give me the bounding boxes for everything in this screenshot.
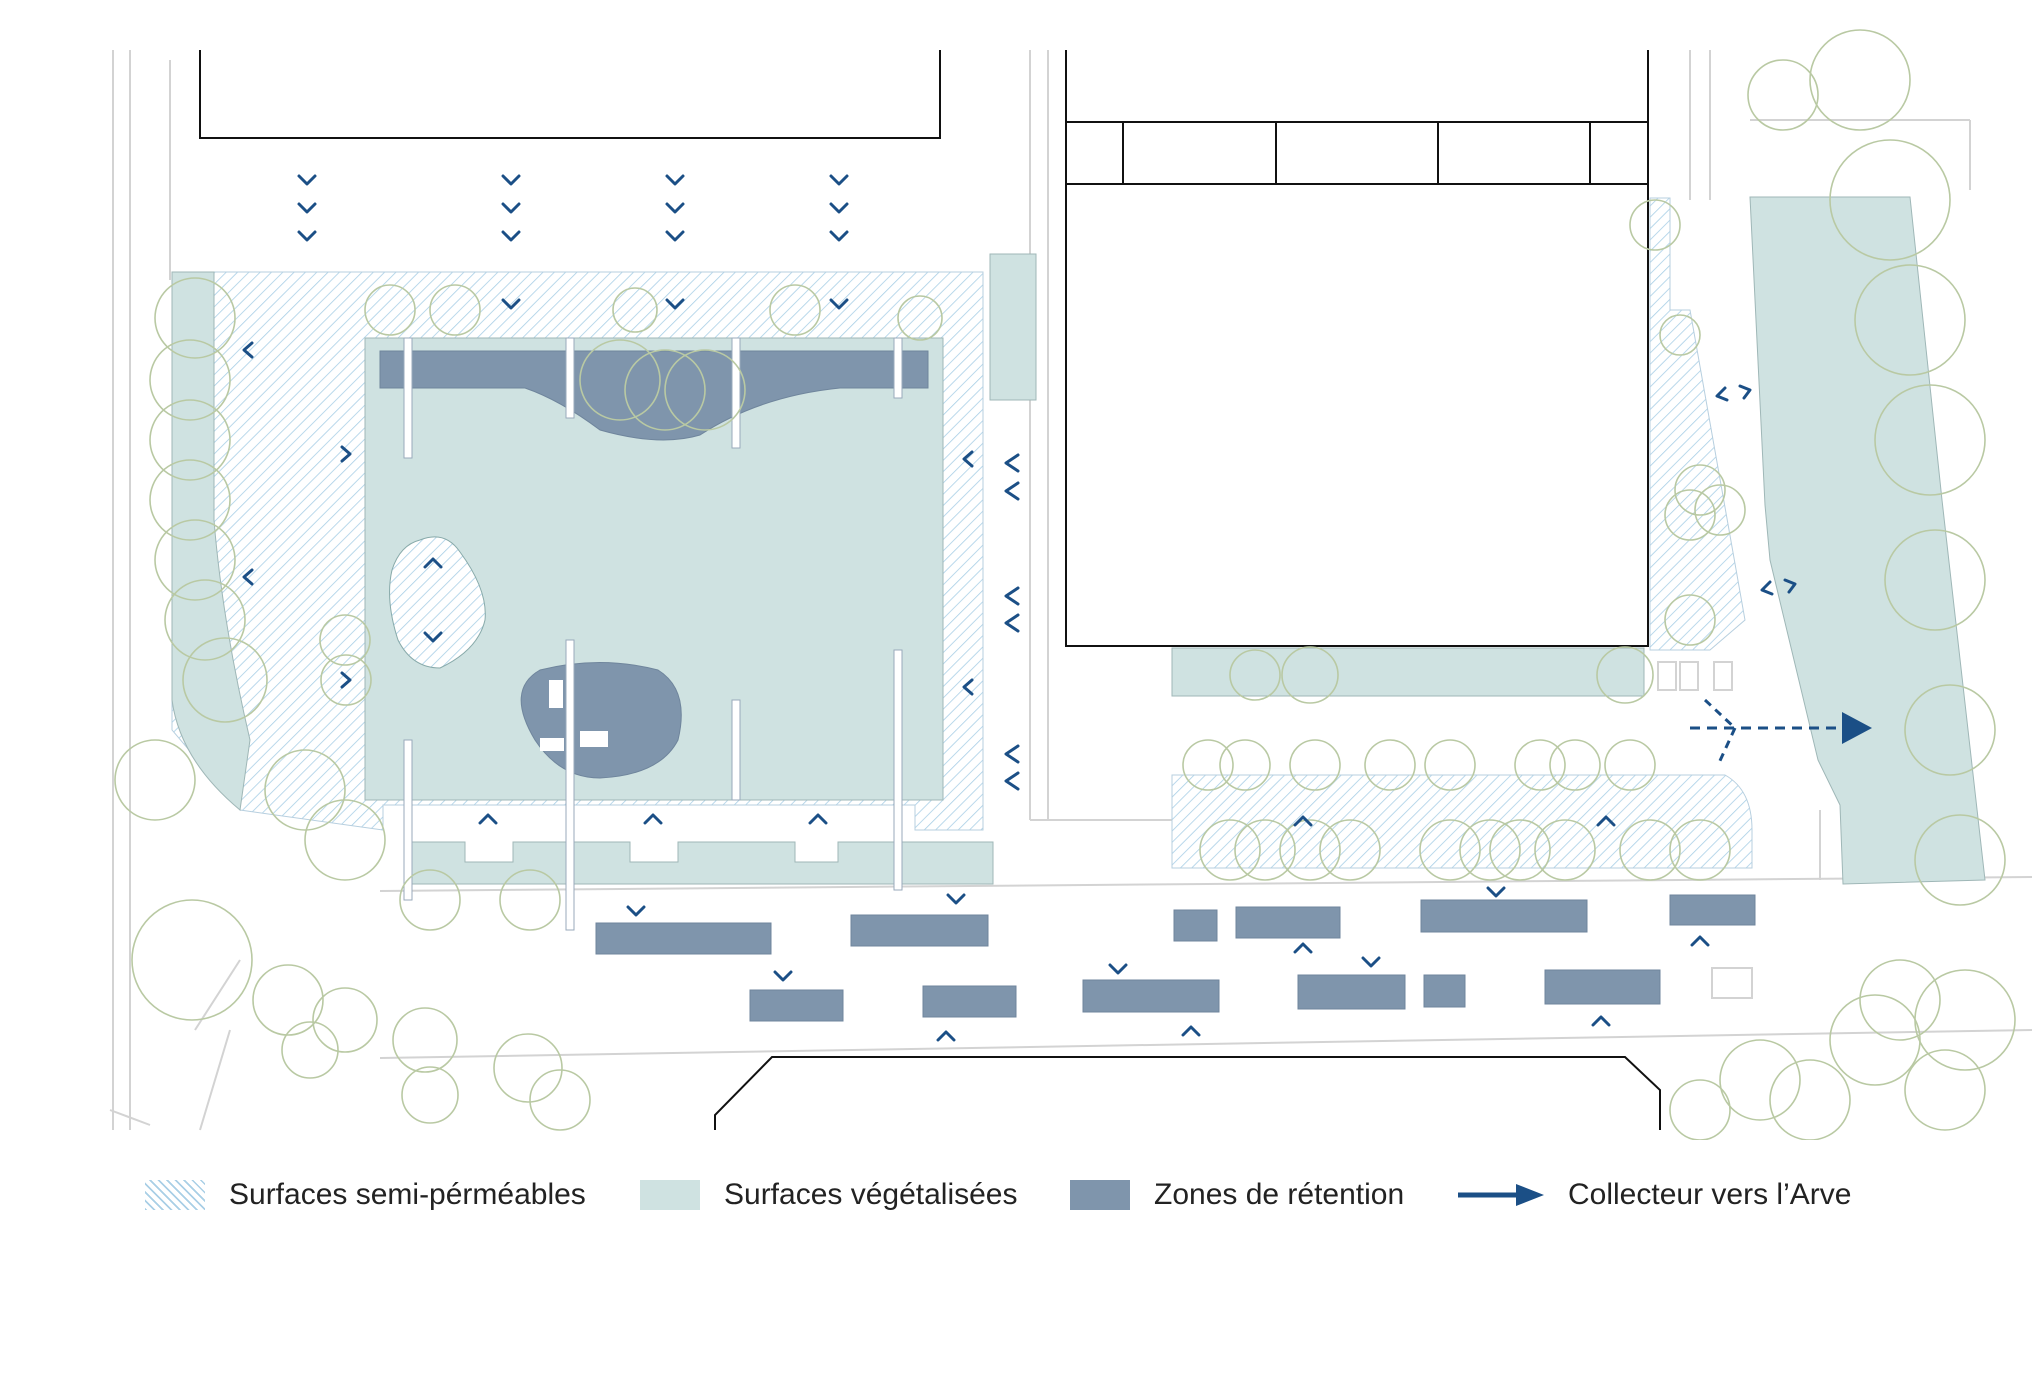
legend-item-semi-permeable: Surfaces semi-pérméables [145, 1160, 586, 1230]
site-plan-map [109, 29, 2032, 1140]
legend-item-vegetated: Surfaces végétalisées [640, 1160, 1018, 1230]
arrow-icon [1458, 1184, 1544, 1206]
legend-item-retention: Zones de rétention [1070, 1160, 1404, 1230]
legend-swatch-hatch [145, 1180, 205, 1210]
retention-zones [379, 350, 1756, 1022]
street-lines [109, 50, 2032, 1131]
plaza-walls [403, 337, 903, 931]
flow-arrows [242, 174, 1797, 1042]
legend-label: Zones de rétention [1154, 1178, 1405, 1211]
trees [114, 29, 2016, 1140]
retention-inner-rects [540, 680, 608, 751]
legend-label: Collecteur vers l’Arve [1568, 1178, 1852, 1211]
legend-item-collector: Collecteur vers l’Arve [1458, 1160, 1851, 1230]
legend: Surfaces semi-pérméables Surfaces végéta… [0, 1160, 2032, 1230]
hatched-island [389, 536, 486, 669]
buildings [199, 50, 1661, 1130]
legend-swatch-retention [1070, 1180, 1130, 1210]
chevrons-up-group [423, 557, 1710, 1042]
legend-label: Surfaces semi-pérméables [229, 1178, 586, 1211]
chevrons-left-group [242, 341, 1020, 791]
chevrons-down-group [297, 174, 1506, 982]
chevrons-diagonal-group [1715, 384, 1797, 596]
chevrons-right-group [340, 445, 352, 689]
legend-label: Surfaces végétalisées [724, 1178, 1018, 1211]
collector-arrow [1690, 698, 1872, 766]
legend-swatch-vegetated [640, 1180, 700, 1210]
